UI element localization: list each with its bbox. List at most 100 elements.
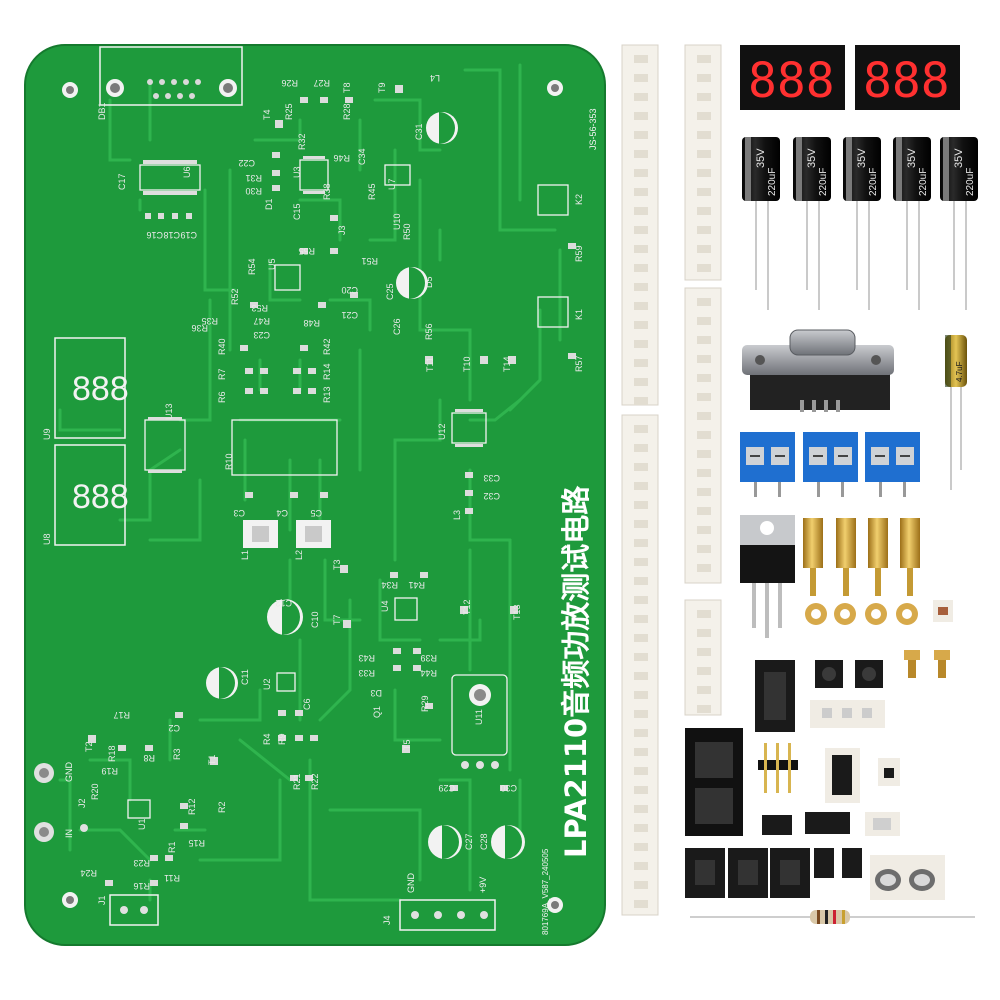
designator-j2: J2 (77, 798, 87, 808)
designator-u1: U1 (137, 818, 147, 830)
header-pin-slot (697, 686, 711, 694)
designator-u8: U8 (42, 533, 52, 545)
header-pin-slot (634, 824, 648, 832)
small-parts-tape (810, 700, 885, 728)
capacitor-voltage: 35V (806, 148, 818, 168)
u11-footprint (461, 684, 499, 769)
designator-c20: C20 (341, 285, 358, 295)
header-strips-column-2 (684, 44, 722, 716)
designator-u12: U12 (437, 423, 447, 440)
ic-tray-large (685, 728, 743, 836)
header-pin-slot (634, 520, 648, 528)
header-pin-slot (634, 558, 648, 566)
header-pin-slot (697, 374, 711, 382)
designator-u5: U5 (267, 258, 277, 270)
designator-c19: C19 (180, 230, 197, 240)
header-pin-slot (634, 169, 648, 177)
header-pin-slot (634, 74, 648, 82)
header-pin-slot (697, 298, 711, 306)
designator-l4: L4 (430, 73, 440, 83)
cap-footprints (206, 112, 525, 859)
header-pin-slot (634, 786, 648, 794)
header-pin-slot (697, 507, 711, 515)
designator-c31: C31 (414, 123, 424, 140)
designator-j4: J4 (382, 915, 392, 925)
designator-c17: C17 (117, 173, 127, 190)
seven-segment-display-2: 888 (855, 45, 960, 110)
header-pin-slot (634, 245, 648, 253)
inductors (870, 855, 945, 900)
designator-t7: T7 (332, 614, 342, 625)
designator-r7: R7 (217, 368, 227, 380)
designator-c16: C16 (146, 230, 163, 240)
designator-r21: R21 (292, 773, 302, 790)
header-pin-slot (634, 397, 648, 405)
header-pin-slot (697, 226, 711, 234)
designator-t11: T11 (425, 357, 435, 372)
capacitor-capacitance: 220uF (767, 168, 778, 196)
designator-t2: T2 (84, 741, 94, 752)
capacitor-voltage: 35V (906, 148, 918, 168)
designator-t14: T14 (502, 356, 512, 372)
header-pin-slot (634, 710, 648, 718)
designator-r26: R26 (281, 78, 298, 88)
header-pin-slot (634, 501, 648, 509)
designator-t4: T4 (262, 109, 272, 120)
header-pin-slot (634, 55, 648, 63)
header-pin-slot (634, 150, 648, 158)
svg-text:888: 888 (72, 478, 129, 516)
designator-r31: R31 (245, 173, 262, 183)
designator-c23: C23 (253, 330, 270, 340)
soic-tape-row (685, 848, 862, 898)
ic-footprints (127, 159, 508, 819)
header-pin-slot (634, 321, 648, 329)
designator-j3: J3 (337, 225, 347, 235)
board-connectors (34, 763, 496, 931)
header-pin-slot (634, 359, 648, 367)
header-pin-slot (634, 862, 648, 870)
display-1-digits: 888 (748, 53, 835, 109)
designator-q1: Q1 (372, 706, 382, 718)
header-pin-slot (697, 150, 711, 158)
designator-u3: U3 (292, 166, 302, 178)
brass-screws (904, 650, 950, 678)
designator-l1: L1 (240, 550, 250, 560)
designator-r52: R52 (230, 288, 240, 305)
designator-r42: R42 (322, 338, 332, 355)
header-pin-slot (634, 805, 648, 813)
designator-r40: R40 (217, 338, 227, 355)
db9-connector (742, 329, 894, 412)
inductor-footprints (243, 520, 331, 548)
board-part-code: JS-56-353 (588, 108, 598, 150)
brass-standoffs (803, 518, 920, 596)
capacitor-voltage: 35V (953, 148, 965, 168)
header-pin-slot (697, 450, 711, 458)
ic-soic-tray-1 (755, 660, 795, 732)
pcb-traces (58, 63, 562, 902)
header-pin-slot (697, 469, 711, 477)
designator-r46: R46 (333, 153, 350, 163)
designator-r39: R39 (420, 653, 437, 663)
display-footprints: 888 888 (54, 337, 129, 546)
designator-db1: DB1 (97, 102, 107, 120)
header-pin-slot (697, 112, 711, 120)
header-pin-slot (634, 463, 648, 471)
header-pin-slot (697, 705, 711, 713)
header-pin-slot (634, 340, 648, 348)
designator-r28: R28 (342, 103, 352, 120)
designator-r34: R34 (381, 580, 398, 590)
designator-t1: T1 (207, 754, 217, 765)
header-pin-slot (634, 577, 648, 585)
resistor (690, 910, 975, 924)
header-pin-slot (634, 302, 648, 310)
header-pin-slot (634, 615, 648, 623)
header-pin-slot (697, 648, 711, 656)
header-pin-slot (697, 207, 711, 215)
designator-r24: R24 (80, 868, 97, 878)
header-pin-slot (634, 729, 648, 737)
